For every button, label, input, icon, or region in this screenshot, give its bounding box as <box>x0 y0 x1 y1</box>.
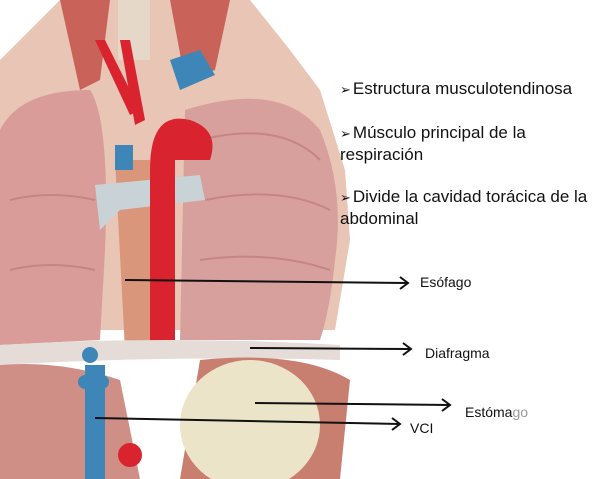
rib-line <box>9 264 96 271</box>
arrowhead <box>391 417 402 431</box>
vci-arrow <box>94 417 401 425</box>
artery-cross-section <box>118 443 142 467</box>
vein-cross-section <box>82 347 98 363</box>
stomach <box>180 360 320 479</box>
label-esofago: Esófago <box>420 274 472 290</box>
label-vci: VCI <box>410 420 434 436</box>
neck-muscles <box>60 0 110 90</box>
bullet-marker: ➢ <box>340 82 351 97</box>
carotid-artery <box>120 40 145 125</box>
bullet-item: ➢Divide la cavidad torácica de la abdomi… <box>340 186 608 229</box>
bullet-text: Estructura musculotendinosa <box>352 79 573 98</box>
bullet-marker: ➢ <box>340 190 351 205</box>
bullet-item: ➢Estructura musculotendinosa <box>340 78 572 100</box>
vein-cross-section <box>95 375 109 389</box>
label-estomago-part: Estóma <box>465 404 513 420</box>
bullet-text: Músculo principal de la respiración <box>340 123 526 164</box>
label-estomago-part: go <box>512 404 529 420</box>
brachiocephalic-vein <box>170 50 215 90</box>
rib-line <box>199 255 331 271</box>
rib-line <box>204 193 331 211</box>
label-diafragma: Diafragma <box>425 345 490 361</box>
bullet-item: ➢Músculo principal de la respiración <box>340 122 590 165</box>
inferior-vena-cava <box>85 365 105 479</box>
carotid-artery <box>95 40 140 115</box>
rib-line <box>199 132 321 161</box>
arrowhead <box>399 276 410 290</box>
rib-line <box>9 194 96 201</box>
bullet-text: Divide la cavidad torácica de la abdomin… <box>340 187 588 228</box>
arrows <box>94 276 452 431</box>
arrowhead <box>441 398 452 412</box>
label-estomago: Estómago <box>465 404 528 420</box>
arrowhead <box>402 342 413 356</box>
estomago-arrow <box>254 402 451 406</box>
diafragma-arrow <box>249 347 412 350</box>
left-pleura <box>0 90 106 345</box>
abdominal-wall <box>0 364 140 479</box>
right-pleura <box>180 98 338 340</box>
vein-cross-section <box>78 375 92 389</box>
esofago-arrow <box>124 279 409 284</box>
bullet-marker: ➢ <box>340 126 351 141</box>
aorta <box>150 118 213 350</box>
azygos-vein <box>115 145 133 170</box>
